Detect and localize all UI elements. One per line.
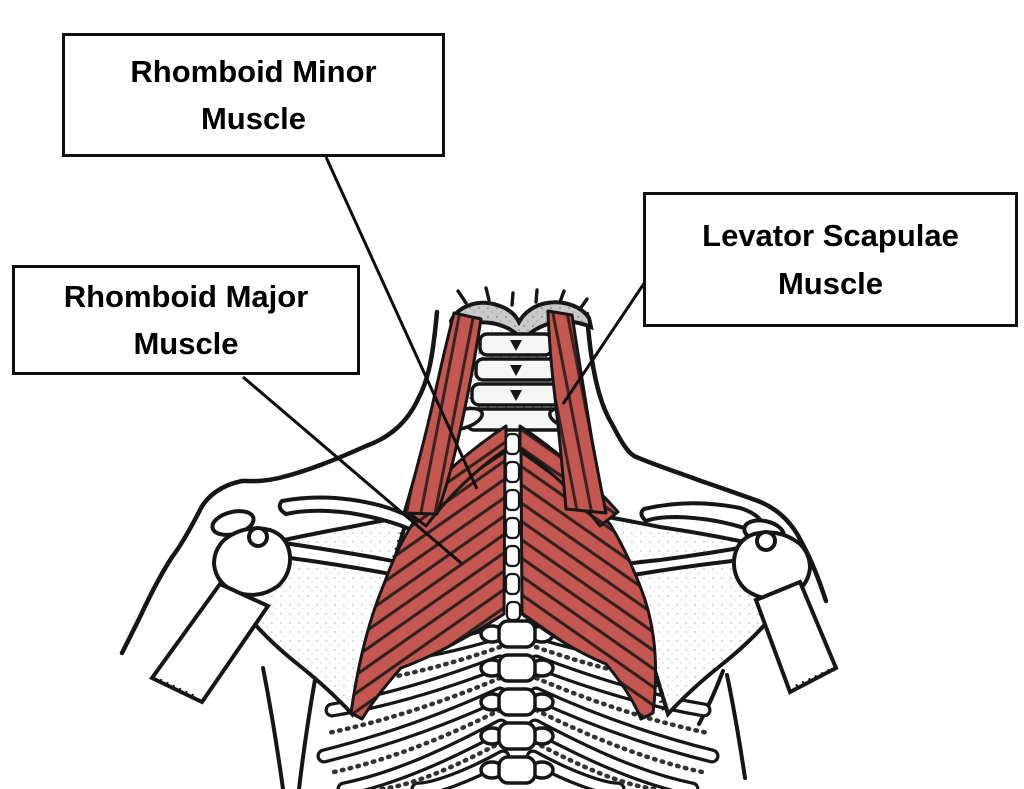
leader-line-levator-scapulae xyxy=(561,281,647,405)
vertebra-t xyxy=(479,755,555,785)
leader-lines xyxy=(242,156,647,565)
label-rhomboid-major-line2: Muscle xyxy=(133,326,239,361)
vertebra-t xyxy=(479,721,555,751)
right-axilla-lines xyxy=(697,669,747,780)
spinous-notches xyxy=(510,340,522,401)
leader-line-rhomboid-major xyxy=(242,375,462,565)
label-rhomboid-minor: Rhomboid Minor Muscle xyxy=(62,33,445,157)
left-humeral-tubercle xyxy=(247,526,269,548)
vertebra-t xyxy=(479,687,555,717)
rhomboid-major-right-fibers xyxy=(521,452,656,719)
body-outline xyxy=(119,309,829,789)
levator-scapulae-muscles xyxy=(402,309,608,516)
right-humerus-shaft xyxy=(753,579,839,695)
left-axilla-lines xyxy=(261,666,318,789)
right-humeral-head xyxy=(731,530,813,601)
leader-line-rhomboid-minor xyxy=(324,156,479,490)
left-humeral-head xyxy=(211,526,293,597)
label-rhomboid-major-line1: Rhomboid Major xyxy=(63,278,309,314)
left-neck-shoulder-arm-outline xyxy=(119,309,440,656)
hair-tufts xyxy=(456,286,589,311)
label-rhomboid-major: Rhomboid Major Muscle xyxy=(12,265,360,375)
vertebra-t xyxy=(479,653,555,683)
label-rhomboid-minor-line2: Muscle xyxy=(200,101,307,136)
spinous-process-dashes xyxy=(504,432,522,622)
label-levator-scapulae: Levator Scapulae Muscle xyxy=(643,192,1018,327)
label-levator-scapulae-line1: Levator Scapulae xyxy=(702,218,959,254)
right-neck-shoulder-arm-outline xyxy=(584,311,829,604)
label-levator-scapulae-line2: Muscle xyxy=(777,265,884,301)
levator-scapulae-right-fibers xyxy=(548,311,606,513)
thoracic-vertebrae xyxy=(479,619,555,785)
label-rhomboid-minor-line1: Rhomboid Minor xyxy=(130,53,377,89)
right-humeral-tubercle xyxy=(755,530,777,552)
left-humerus-shaft xyxy=(148,581,271,705)
rhomboid-major-left-fibers xyxy=(351,452,505,719)
